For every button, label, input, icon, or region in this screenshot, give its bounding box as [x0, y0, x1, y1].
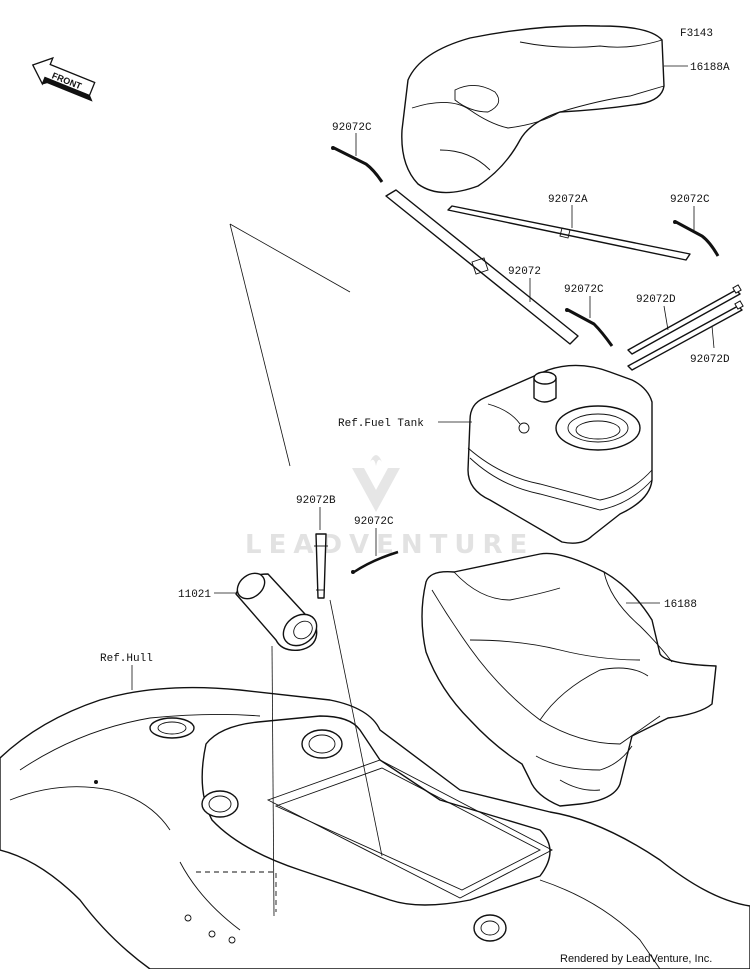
callout-92072: 92072 — [508, 266, 541, 278]
strap-92072D-2[interactable] — [627, 300, 744, 371]
credit-text: Rendered by LeadVenture, Inc. — [560, 953, 712, 965]
callout-92072D-2: 92072D — [690, 354, 730, 366]
seat-cover-16188A[interactable] — [401, 25, 665, 194]
leader-line — [329, 599, 383, 857]
callout-11021: 11021 — [178, 589, 211, 601]
strap-92072D-1[interactable] — [627, 284, 742, 355]
callout-92072B: 92072B — [296, 495, 336, 507]
callout-92072C-4: 92072C — [354, 516, 394, 528]
storage-bin-16188[interactable] — [421, 552, 717, 807]
watermark-logo — [352, 468, 400, 512]
fuel-tank[interactable] — [467, 364, 653, 544]
strap-92072B[interactable] — [314, 533, 328, 599]
figure-code: F3143 — [680, 28, 713, 40]
strap-92072C-2[interactable] — [673, 220, 720, 257]
strap-92072A[interactable] — [447, 205, 691, 261]
callout-92072C-2: 92072C — [670, 194, 710, 206]
filter-11021[interactable] — [232, 568, 322, 652]
strap-92072C-3[interactable] — [565, 308, 614, 347]
callout-16188A: 16188A — [690, 62, 730, 74]
leader-line — [229, 223, 351, 293]
strap-92072C-4[interactable] — [351, 550, 399, 574]
callout-ref-fuel-tank: Ref.Fuel Tank — [338, 418, 424, 430]
front-direction-arrow: FRONT — [31, 56, 96, 102]
callout-92072D-1: 92072D — [636, 294, 676, 306]
callout-92072C-1: 92072C — [332, 122, 372, 134]
leader-line — [271, 645, 275, 917]
leader-line — [229, 223, 291, 467]
strap-92072C-1[interactable] — [331, 146, 384, 183]
callout-16188: 16188 — [664, 599, 697, 611]
callout-92072A: 92072A — [548, 194, 588, 206]
hull[interactable] — [0, 686, 750, 969]
strap-92072[interactable] — [385, 189, 579, 345]
callout-ref-hull: Ref.Hull — [100, 653, 153, 665]
callout-92072C-3: 92072C — [564, 284, 604, 296]
